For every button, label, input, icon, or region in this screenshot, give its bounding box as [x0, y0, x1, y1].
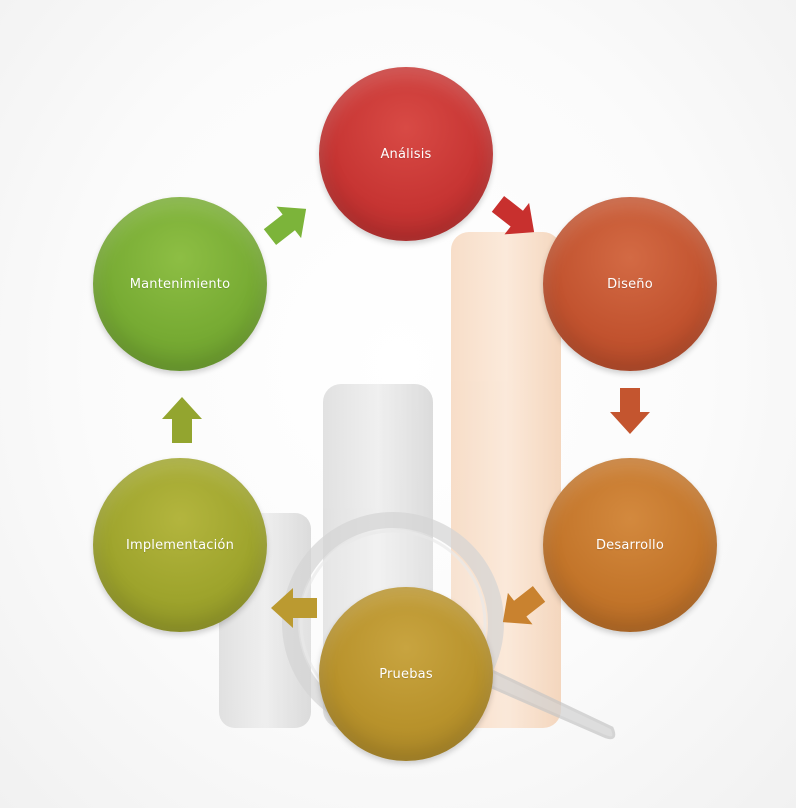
arrow-right-icon	[491, 195, 535, 235]
arrow-right-icon	[263, 206, 307, 246]
stage-label: Análisis	[380, 146, 432, 162]
arrow-right-icon	[610, 388, 650, 434]
stage-label: Implementación	[125, 537, 235, 553]
arrow-right-icon	[271, 588, 317, 628]
stage-diseno: Diseño	[543, 197, 717, 371]
stage-pruebas: Pruebas	[319, 587, 493, 761]
arrow-right-icon	[162, 397, 202, 443]
stage-analisis: Análisis	[319, 67, 493, 241]
stage-implementacion: Implementación	[93, 458, 267, 632]
stage-label: Diseño	[607, 276, 653, 292]
stage-label: Pruebas	[379, 666, 433, 682]
stage-desarrollo: Desarrollo	[543, 458, 717, 632]
stage-mantenimiento: Mantenimiento	[93, 197, 267, 371]
arrow-right-icon	[502, 585, 546, 625]
stage-label: Mantenimiento	[129, 276, 231, 292]
stage-label: Desarrollo	[595, 537, 665, 553]
